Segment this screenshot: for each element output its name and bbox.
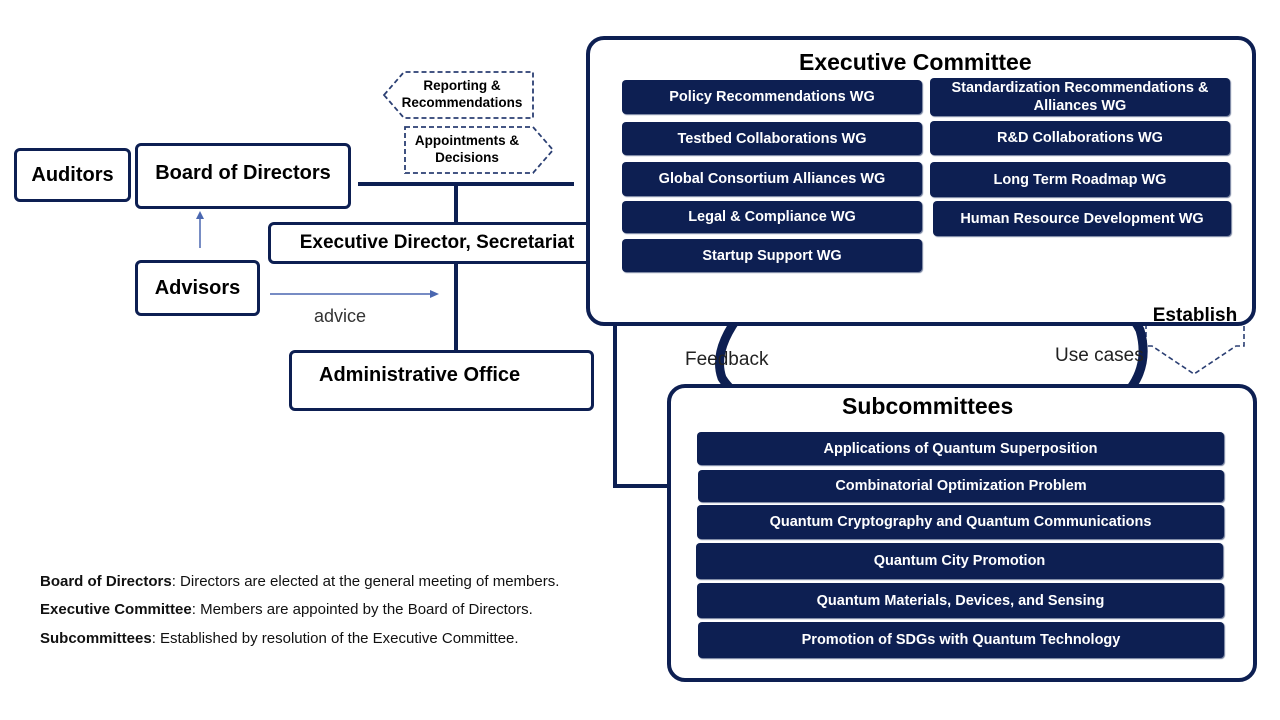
wg-standardization-alliances: Standardization Recommendations & Allian… — [930, 78, 1230, 116]
note-executive-term: Executive Committee — [40, 601, 192, 618]
subcommittee-quantum-superposition: Applications of Quantum Superposition — [697, 432, 1224, 465]
reporting-shape — [382, 71, 534, 119]
note-subcommittees: Subcommittees: Established by resolution… — [40, 630, 519, 647]
note-subcommittees-text: : Established by resolution of the Execu… — [151, 630, 519, 647]
note-board-text: : Directors are elected at the general m… — [171, 573, 560, 590]
note-subcommittees-term: Subcommittees — [40, 630, 152, 647]
reporting-label: Reporting & Recommendations — [401, 78, 523, 110]
auditors-label: Auditors — [31, 163, 114, 186]
board-of-directors-box: Board of Directors — [135, 143, 351, 209]
wg-testbed-collaborations: Testbed Collaborations WG — [622, 122, 922, 155]
wg-policy-recommendations: Policy Recommendations WG — [622, 80, 922, 114]
use-cases-label: Use cases — [1055, 345, 1144, 366]
subcommittee-sdgs: Promotion of SDGs with Quantum Technolog… — [698, 622, 1224, 658]
board-of-directors-label: Board of Directors — [155, 161, 331, 184]
wg-startup-support: Startup Support WG — [622, 239, 922, 272]
note-executive: Executive Committee: Members are appoint… — [40, 601, 533, 618]
administrative-office-label: Administrative Office — [319, 364, 521, 386]
wg-rd-collaborations: R&D Collaborations WG — [930, 121, 1230, 155]
subcommittee-combinatorial-optimization: Combinatorial Optimization Problem — [698, 470, 1224, 502]
exec-sub-connector — [613, 324, 668, 488]
advice-arrow — [430, 290, 439, 298]
wg-human-resource-development: Human Resource Development WG — [933, 201, 1231, 236]
note-executive-text: : Members are appointed by the Board of … — [191, 601, 533, 618]
note-board-term: Board of Directors — [40, 573, 172, 590]
subcommittees-title: Subcommittees — [842, 393, 1014, 419]
executive-committee-title: Executive Committee — [799, 49, 1032, 75]
advisors-up-arrow — [196, 211, 204, 219]
wg-long-term-roadmap: Long Term Roadmap WG — [930, 162, 1230, 197]
administrative-office-box: Administrative Office — [289, 350, 594, 411]
executive-director-box: Executive Director, Secretariat — [268, 222, 606, 264]
advisors-label: Advisors — [154, 276, 241, 299]
wg-global-consortium-alliances: Global Consortium Alliances WG — [622, 162, 922, 196]
executive-director-label: Executive Director, Secretariat — [299, 232, 575, 253]
feedback-label: Feedback — [685, 349, 769, 370]
note-board: Board of Directors: Directors are electe… — [40, 573, 559, 590]
auditors-box: Auditors — [14, 148, 131, 202]
advice-label: advice — [314, 306, 367, 326]
establish-label: Establish — [1152, 305, 1238, 326]
subcommittee-quantum-materials: Quantum Materials, Devices, and Sensing — [697, 583, 1224, 618]
wg-legal-compliance: Legal & Compliance WG — [622, 201, 922, 233]
subcommittee-quantum-cryptography: Quantum Cryptography and Quantum Communi… — [697, 505, 1224, 539]
appointments-shape — [404, 126, 555, 174]
subcommittee-quantum-city: Quantum City Promotion — [696, 543, 1223, 579]
appointments-label: Appointments & Decisions — [414, 133, 520, 165]
advisors-box: Advisors — [135, 260, 260, 316]
